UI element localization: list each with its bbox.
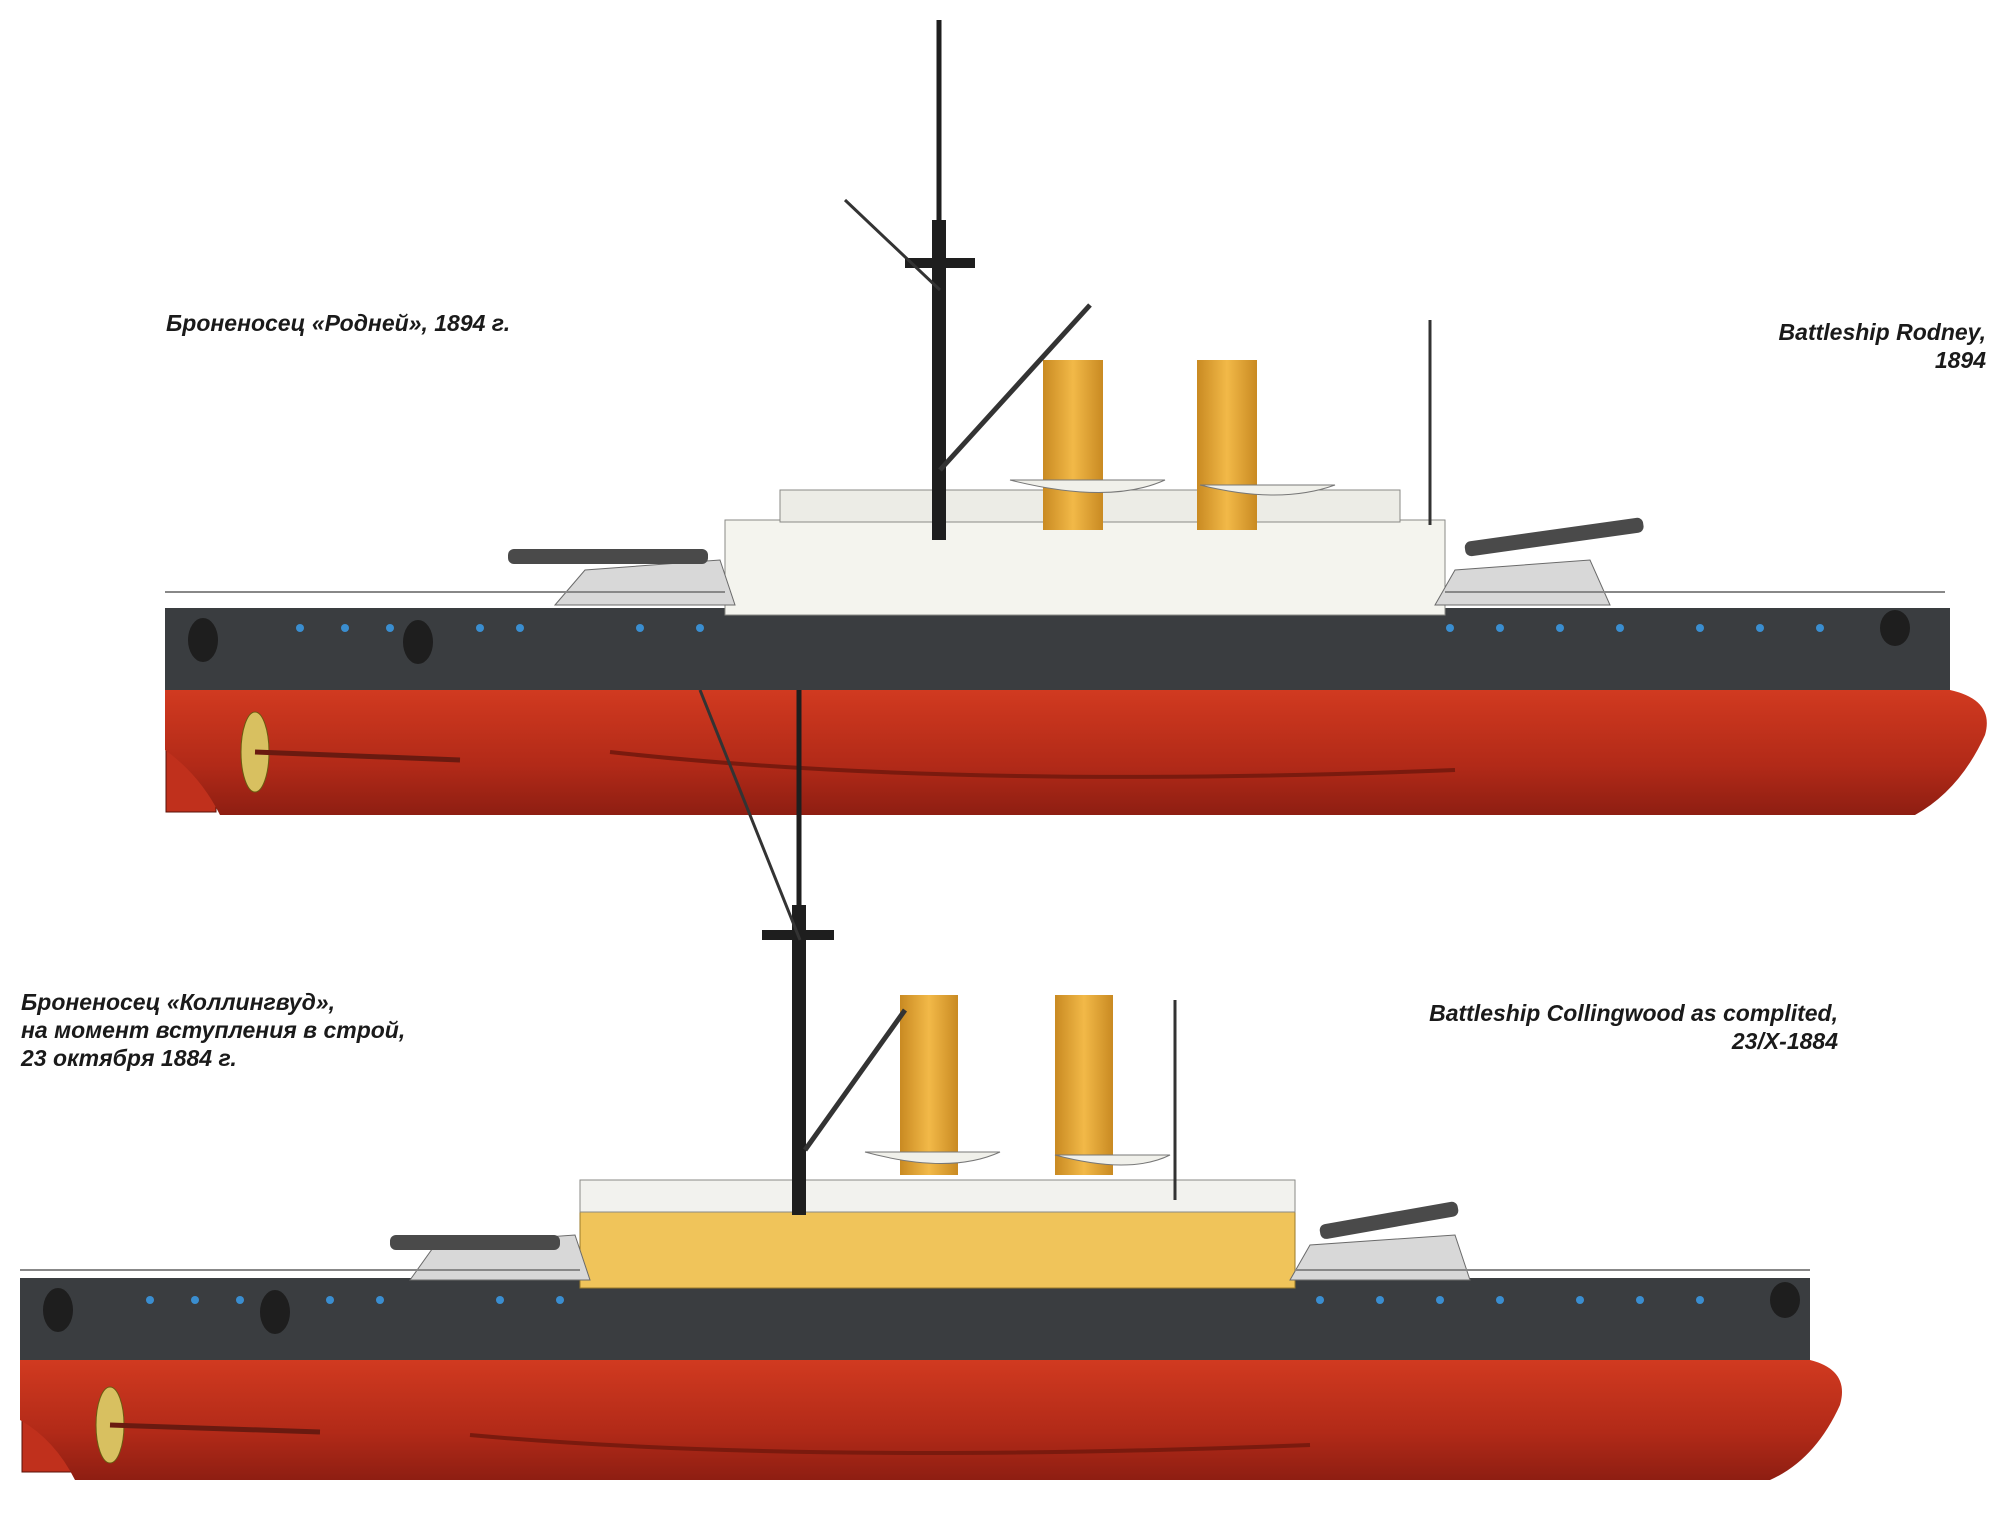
yard: [698, 690, 802, 941]
funnel-fore: [900, 995, 958, 1175]
main-mast: [932, 220, 946, 540]
hull-bottom: [20, 1360, 1842, 1480]
portholes: [146, 1296, 1704, 1304]
aft-gun: [1319, 1201, 1459, 1239]
hull-bottom: [165, 690, 1987, 815]
fighting-top: [905, 258, 975, 268]
main-mast: [792, 905, 806, 1215]
yard: [843, 198, 942, 292]
aft-gun: [1464, 517, 1644, 557]
rodney-en-caption: Battleship Rodney, 1894: [1778, 319, 1986, 373]
aft-barbette: [1434, 559, 1611, 606]
aft-barbette: [1289, 1234, 1471, 1281]
anchor-hawse: [43, 1282, 1800, 1334]
derrick: [938, 303, 1092, 472]
prop-shaft: [109, 1422, 321, 1435]
boat: [1009, 479, 1166, 493]
hull-band: [165, 608, 1950, 690]
bilge-keel: [609, 750, 1456, 779]
boat: [1054, 1154, 1171, 1166]
derrick: [802, 1008, 908, 1152]
funnel-aft: [1055, 995, 1113, 1175]
rodney-profile: [165, 20, 1987, 815]
bilge-keel: [469, 1433, 1311, 1455]
collingwood-en-caption: Battleship Collingwood as complited, 23/…: [1429, 1000, 1838, 1054]
prop-shaft: [254, 749, 461, 763]
superstructure: [579, 1209, 1296, 1289]
fore-gun: [390, 1235, 560, 1250]
superstructure: [724, 519, 1446, 616]
anchor-hawse: [188, 610, 1910, 664]
funnel-fore: [1043, 360, 1103, 530]
portholes: [296, 624, 1824, 632]
hull-band: [20, 1278, 1810, 1360]
boat: [1199, 484, 1336, 496]
rodney-ru-caption: Броненосец «Родней», 1894 г.: [166, 310, 511, 336]
fore-gun: [508, 549, 708, 564]
collingwood-ru-caption: Броненосец «Коллингвуд», на момент вступ…: [21, 989, 406, 1071]
boat: [864, 1151, 1001, 1164]
funnel-aft: [1197, 360, 1257, 530]
upper-bridge: [579, 1179, 1296, 1213]
fore-barbette: [553, 559, 736, 606]
collingwood-profile: [0, 690, 2000, 1524]
